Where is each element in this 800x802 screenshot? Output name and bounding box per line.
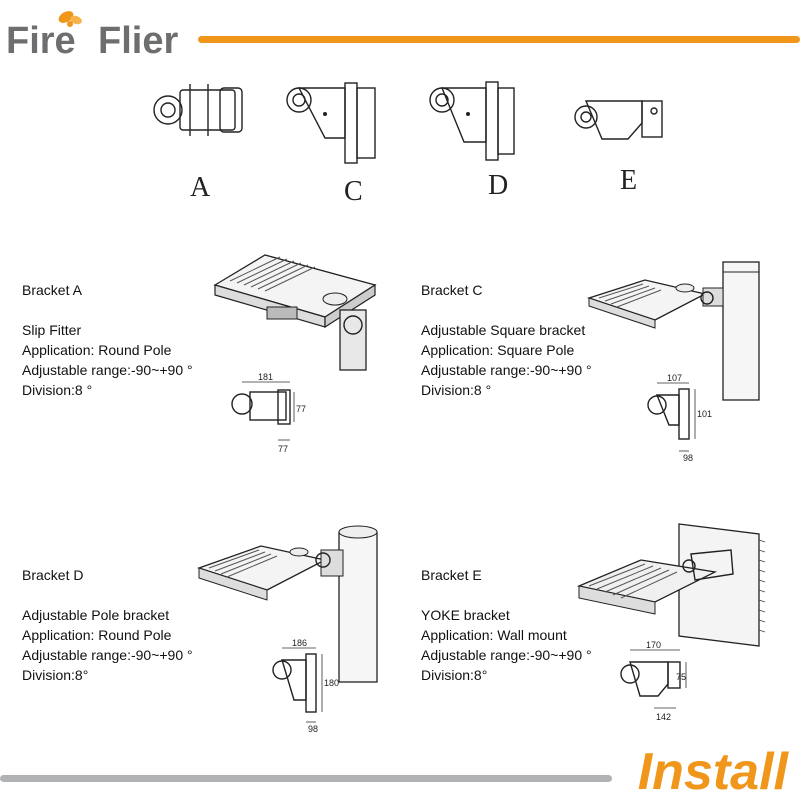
footer-divider — [0, 775, 612, 782]
bracket-letter-e: E — [620, 165, 638, 196]
bracket-c-type: Adjustable Square bracket — [421, 322, 586, 338]
install-heading: Install — [637, 743, 788, 801]
bracket-d-application: Application: Round Pole — [22, 627, 172, 643]
bracket-e-title: Bracket E — [421, 567, 482, 583]
bracket-c-dimension-drawing: 107 101 98 — [647, 373, 712, 463]
bracket-e-drawing — [574, 100, 663, 140]
bracket-e-application: Application: Wall mount — [421, 627, 567, 643]
bracket-c-dim-depth: 98 — [683, 453, 693, 463]
bracket-a-range: Adjustable range:-90~+90 ° — [22, 362, 193, 378]
bracket-letter-c: C — [344, 176, 363, 207]
bracket-c-spec: Bracket C Adjustable Square bracket Appl… — [421, 280, 592, 400]
bracket-d-type: Adjustable Pole bracket — [22, 607, 170, 623]
bracket-e-dim-width: 170 — [646, 640, 661, 650]
bracket-e-fixture-illustration — [576, 523, 766, 647]
bracket-e-type: YOKE bracket — [421, 607, 510, 623]
bracket-letter-d: D — [488, 170, 509, 201]
header-divider — [198, 36, 800, 43]
bracket-e-dim-height: 75 — [676, 672, 686, 682]
bracket-a-fixture-illustration — [213, 254, 377, 371]
bracket-d-dim-depth: 98 — [308, 724, 318, 734]
bracket-d-dim-height: 180 — [324, 678, 339, 688]
bracket-e-range: Adjustable range:-90~+90 ° — [421, 647, 592, 663]
bracket-a-dimension-drawing: 181 77 77 — [231, 372, 306, 454]
bracket-a-division: Division:8 ° — [22, 382, 93, 398]
bracket-d-division: Division:8° — [22, 667, 89, 683]
bracket-a-type: Slip Fitter — [22, 322, 82, 338]
bracket-e-dimension-drawing: 170 75 142 — [620, 640, 687, 722]
logo-text-flier: Flier — [98, 20, 179, 62]
bracket-e-spec: Bracket E YOKE bracket Application: Wall… — [421, 565, 592, 685]
bracket-a-dim-width: 181 — [258, 372, 273, 382]
bracket-d-title: Bracket D — [22, 567, 84, 583]
logo-leaf-icon — [58, 11, 82, 27]
brand-logo: Fire Flier — [6, 11, 206, 62]
bracket-d-fixture-illustration — [196, 525, 378, 683]
bracket-c-drawing — [286, 82, 376, 164]
bracket-d-dim-width: 186 — [292, 638, 307, 648]
bracket-letter-a: A — [190, 172, 211, 203]
bracket-d-spec: Bracket D Adjustable Pole bracket Applic… — [22, 565, 193, 685]
bracket-c-dim-height: 101 — [697, 409, 712, 419]
logo-text-fire: Fire — [6, 20, 76, 62]
bracket-c-fixture-illustration — [586, 261, 760, 401]
bracket-c-application: Application: Square Pole — [421, 342, 575, 358]
bracket-a-drawing — [153, 84, 243, 136]
bracket-e-dim-depth: 142 — [656, 712, 671, 722]
bracket-d-range: Adjustable range:-90~+90 ° — [22, 647, 193, 663]
bracket-c-dim-width: 107 — [667, 373, 682, 383]
bracket-d-dimension-drawing: 186 180 98 — [272, 638, 339, 734]
bracket-d-drawing — [429, 81, 515, 161]
bracket-e-division: Division:8° — [421, 667, 488, 683]
bracket-c-range: Adjustable range:-90~+90 ° — [421, 362, 592, 378]
bracket-a-dim-height: 77 — [296, 404, 306, 414]
bracket-c-title: Bracket C — [421, 282, 483, 298]
bracket-a-spec: Bracket A Slip Fitter Application: Round… — [22, 280, 193, 400]
bracket-c-division: Division:8 ° — [421, 382, 492, 398]
bracket-a-application: Application: Round Pole — [22, 342, 172, 358]
bracket-a-title: Bracket A — [22, 282, 82, 298]
bracket-a-dim-depth: 77 — [278, 444, 288, 454]
